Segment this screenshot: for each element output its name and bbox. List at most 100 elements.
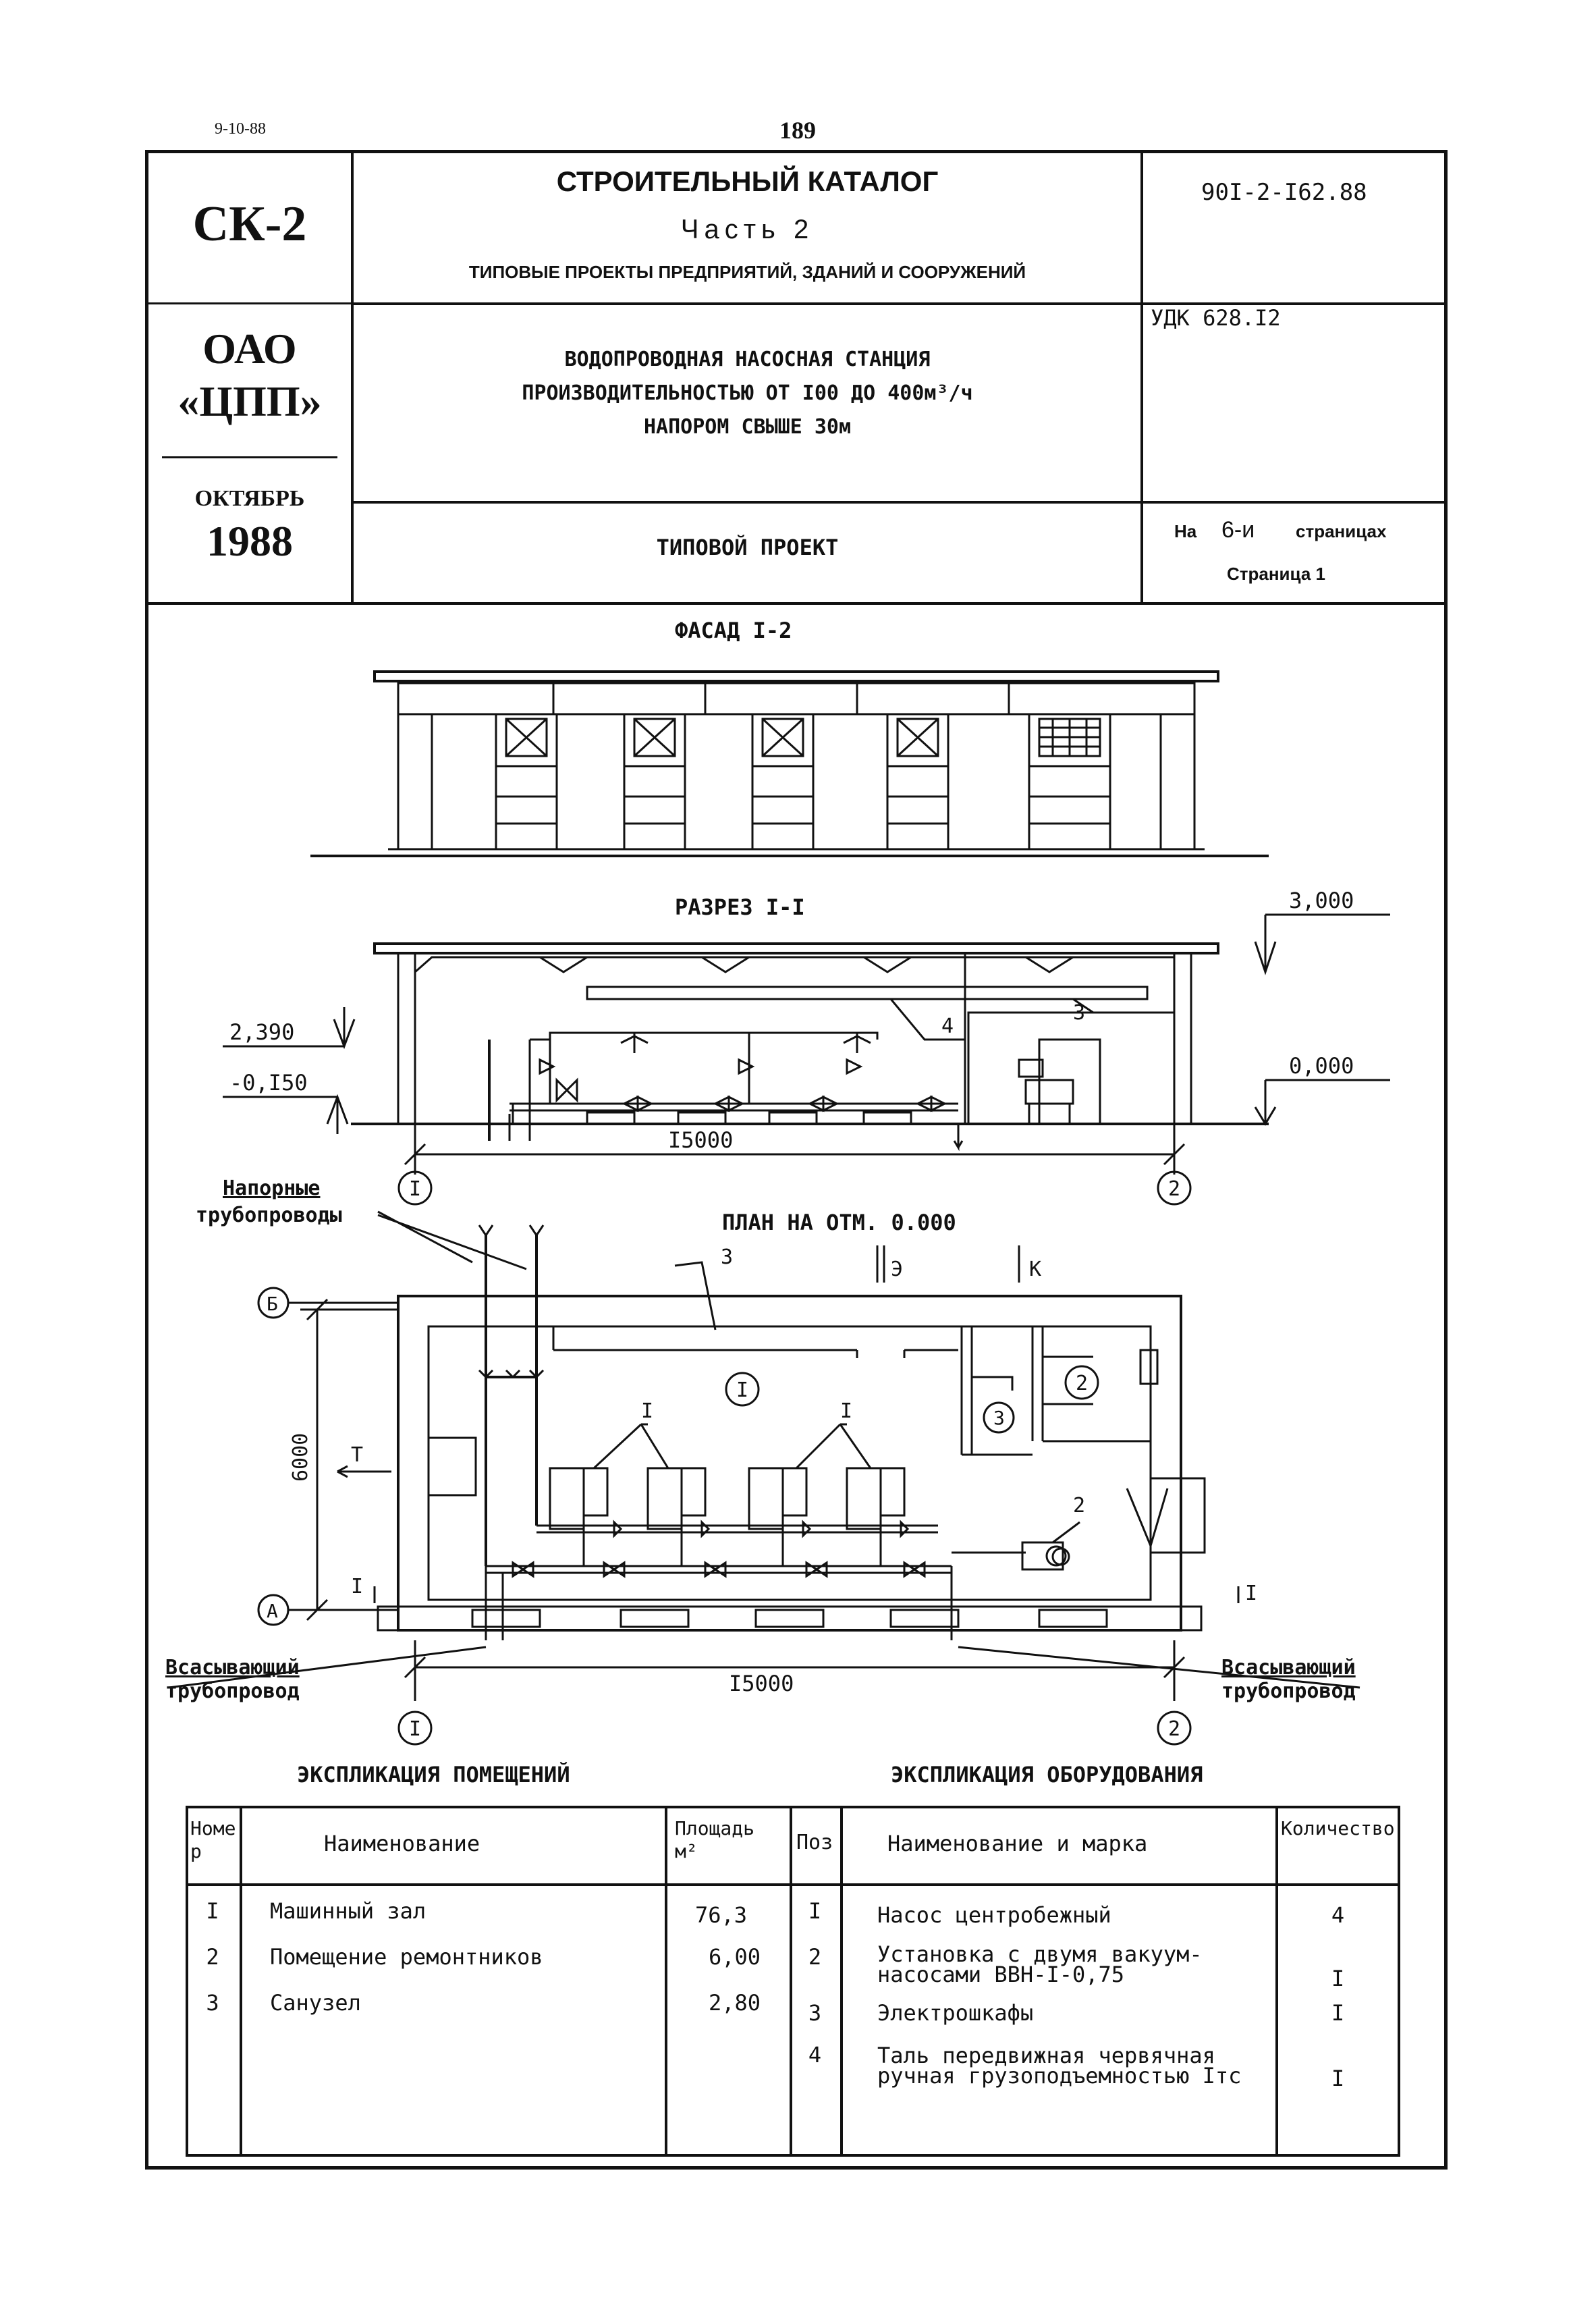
plan-pos-1a: I [641, 1399, 653, 1423]
plan-pos-1b: I [840, 1399, 852, 1423]
section-pos-4: 4 [941, 1015, 954, 1038]
suction-right-1: Всасывающий [1221, 1656, 1356, 1679]
pressure-label-1: Напорные [223, 1177, 321, 1200]
rooms-col-number: Номер [190, 1817, 236, 1862]
catalog-part-subtitle: ТИПОВЫЕ ПРОЕКТЫ ПРЕДПРИЯТИЙ, ЗДАНИЙ И СО… [468, 262, 1026, 282]
rooms-row-area: 2,80 [709, 1990, 761, 2016]
equipment-col-qty: Количество [1281, 1817, 1395, 1839]
plan-title: ПЛАН НА ОТМ. 0.000 [722, 1210, 956, 1235]
suction-left-1: Всасывающий [165, 1656, 300, 1679]
sheet-frame [145, 150, 1448, 2170]
page-number: 189 [779, 117, 816, 144]
suction-right-2: трубопровод [1221, 1679, 1356, 1703]
plan-axis-1: I [409, 1717, 421, 1741]
catalog-part: Часть 2 [680, 215, 815, 244]
rooms-row-name: Санузел [270, 1990, 361, 2016]
pages-prefix: На [1174, 521, 1197, 541]
col-divider-3 [790, 1806, 792, 2157]
equipment-col-pos: Поз [796, 1831, 833, 1854]
equipment-row-pos: I [808, 1898, 822, 1924]
rooms-col-name: Наименование [324, 1831, 480, 1856]
equipment-row-qty: I [1331, 2000, 1345, 2026]
section-axis-1: I [409, 1177, 421, 1201]
equipment-col-name: Наименование и марка [887, 1831, 1148, 1856]
equipment-row-pos: 3 [808, 2000, 822, 2026]
issue-month: ОКТЯБРЬ [194, 486, 305, 511]
facade-title: ФАСАД I-2 [675, 618, 792, 643]
label-electric: Э [891, 1258, 903, 1281]
equipment-row-qty: I [1331, 2066, 1345, 2091]
equipment-table-title: ЭКСПЛИКАЦИЯ ОБОРУДОВАНИЯ [891, 1762, 1203, 1787]
udk-code: УДК 628.I2 [1151, 305, 1281, 331]
plan-pos-3: 3 [721, 1245, 733, 1269]
rooms-row-area: 6,00 [709, 1944, 761, 1970]
cut-mark-right: I [1245, 1582, 1257, 1605]
left-rule-1 [145, 302, 351, 304]
equipment-row-qty: 4 [1331, 1902, 1345, 1928]
table-header-rule [186, 1883, 1400, 1886]
section-axis-2: 2 [1168, 1177, 1180, 1201]
label-sewer: К [1029, 1258, 1041, 1281]
rooms-row-no: 3 [206, 1990, 219, 2016]
col-divider-4 [840, 1806, 843, 2157]
suction-left-2: трубопровод [165, 1679, 300, 1703]
plan-pos-2: 2 [1073, 1494, 1085, 1517]
plan-width: 6000 [289, 1433, 312, 1482]
elevation-left-lower: -0,I50 [229, 1070, 308, 1096]
equipment-row-name: Насос центробежный [877, 1902, 1111, 1928]
plan-drawing [168, 1210, 1360, 1746]
section-length: I5000 [668, 1127, 733, 1153]
cut-mark-left: I [351, 1575, 363, 1598]
axis-b: Б [267, 1293, 278, 1315]
facade-windows [495, 713, 1111, 851]
pressure-label-2: трубопроводы [196, 1204, 342, 1227]
rooms-row-name: Помещение ремонтников [270, 1944, 543, 1970]
project-code: 90I-2-I62.88 [1201, 179, 1367, 206]
header-divider-right [1140, 150, 1143, 603]
project-name-line-1: ВОДОПРОВОДНАЯ НАСОСНАЯ СТАНЦИЯ [564, 348, 931, 371]
print-date: 9-10-88 [215, 120, 266, 138]
issue-year: 1988 [207, 517, 293, 565]
equipment-row-pos: 2 [808, 1944, 822, 1970]
header-rule-1 [351, 302, 1448, 305]
header-bottom-rule [145, 602, 1448, 605]
label-heating: Т [351, 1443, 363, 1467]
org-line-1: ОАО [202, 325, 297, 373]
drawing-sheet: ФАСАД I-2 РАЗРЕЗ I-I 3,000 0,000 2,390 -… [165, 618, 1390, 1746]
plan-axis-2: 2 [1168, 1717, 1180, 1741]
project-name-line-3: НАПОРОМ СВЫШЕ 30м [643, 415, 852, 439]
col-divider-1 [240, 1806, 242, 2157]
org-line-2: «ЦПП» [177, 377, 322, 425]
series-code: СК-2 [192, 196, 307, 252]
equipment-row-name-cont: ручная грузоподъемностью Iтс [877, 2063, 1242, 2089]
rooms-col-area: Площадь м² [675, 1817, 755, 1862]
room-2-tag: 2 [1076, 1372, 1088, 1395]
section-drawing [223, 913, 1390, 1206]
equipment-row-name: Установка с двумя вакуум- [877, 1941, 1203, 1967]
equipment-row-name: Таль передвижная червячная [877, 2043, 1215, 2068]
facade-elevation [310, 670, 1269, 857]
header-divider-left [351, 150, 354, 603]
equipment-row-qty: I [1331, 1966, 1345, 1991]
section-pos-3: 3 [1073, 1001, 1085, 1025]
pages-suffix: страницах [1296, 521, 1387, 541]
catalog-title: СТРОИТЕЛЬНЫЙ КАТАЛОГ [556, 165, 939, 197]
rooms-table-title: ЭКСПЛИКАЦИЯ ПОМЕЩЕНИЙ [297, 1762, 570, 1787]
left-rule-2 [162, 456, 337, 458]
col-divider-5 [1275, 1806, 1278, 2157]
header-rule-2 [351, 501, 1448, 504]
rooms-row-name: Машинный зал [270, 1898, 426, 1924]
project-name-line-2: ПРОИЗВОДИТЕЛЬНОСТЬЮ ОТ I00 ДО 400м³/ч [522, 381, 973, 405]
elevation-top: 3,000 [1289, 888, 1354, 913]
rooms-row-no: 2 [206, 1944, 219, 1970]
elevation-left-upper: 2,390 [229, 1019, 294, 1045]
axis-a: А [267, 1600, 278, 1622]
explication-table [186, 1806, 1400, 2157]
room-3-tag: 3 [993, 1407, 1005, 1429]
equipment-row-name: Электрошкафы [877, 2000, 1034, 2026]
pages-count: 6-и [1221, 517, 1255, 543]
rooms-row-area: 76,3 [695, 1902, 748, 1928]
project-type: ТИПОВОЙ ПРОЕКТ [656, 535, 839, 560]
elevation-zero: 0,000 [1289, 1053, 1354, 1079]
plan-length: I5000 [729, 1671, 794, 1696]
